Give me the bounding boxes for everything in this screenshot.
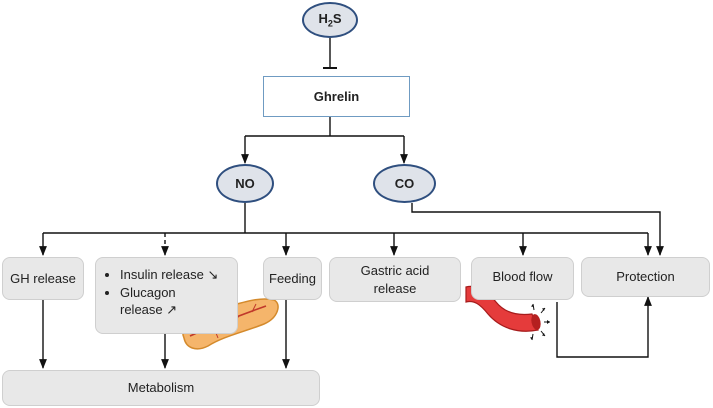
gh-release-label: GH release <box>10 270 76 286</box>
glucagon-item: Glucagon release ↗ <box>120 284 182 319</box>
no-label: NO <box>235 175 255 191</box>
h2s-label: H2S <box>318 11 342 29</box>
ghrelin-label: Ghrelin <box>313 88 360 104</box>
gh-release-box: GH release <box>2 257 84 300</box>
blood-flow-label: Blood flow <box>492 269 553 284</box>
co-node: CO <box>373 164 436 203</box>
gastric-acid-label: Gastric acid release <box>360 262 430 296</box>
protection-label: Protection <box>616 269 675 285</box>
ghrelin-node: Ghrelin <box>263 76 410 117</box>
metabolism-label: Metabolism <box>127 380 195 396</box>
feeding-label: Feeding <box>269 270 316 286</box>
no-node: NO <box>216 164 274 203</box>
feeding-box: Feeding <box>263 257 322 300</box>
metabolism-box: Metabolism <box>2 370 320 406</box>
decrease-arrow: ↘ <box>207 267 219 282</box>
bloodflow-to-protection-path <box>556 296 652 358</box>
co-label: CO <box>394 175 415 191</box>
insulin-item: Insulin release ↘ <box>120 266 218 284</box>
insulin-glucagon-box: Insulin release ↘ Glucagon release ↗ <box>95 257 238 334</box>
hormone-list: Insulin release ↘ Glucagon release ↗ <box>102 266 218 319</box>
protection-box: Protection <box>581 257 710 297</box>
gastric-acid-box: Gastric acid release <box>329 257 461 302</box>
h2s-node: H2S <box>302 2 358 38</box>
increase-arrow: ↗ <box>166 302 178 318</box>
blood-flow-box: Blood flow <box>471 257 574 300</box>
co-to-protection-path <box>411 203 664 256</box>
